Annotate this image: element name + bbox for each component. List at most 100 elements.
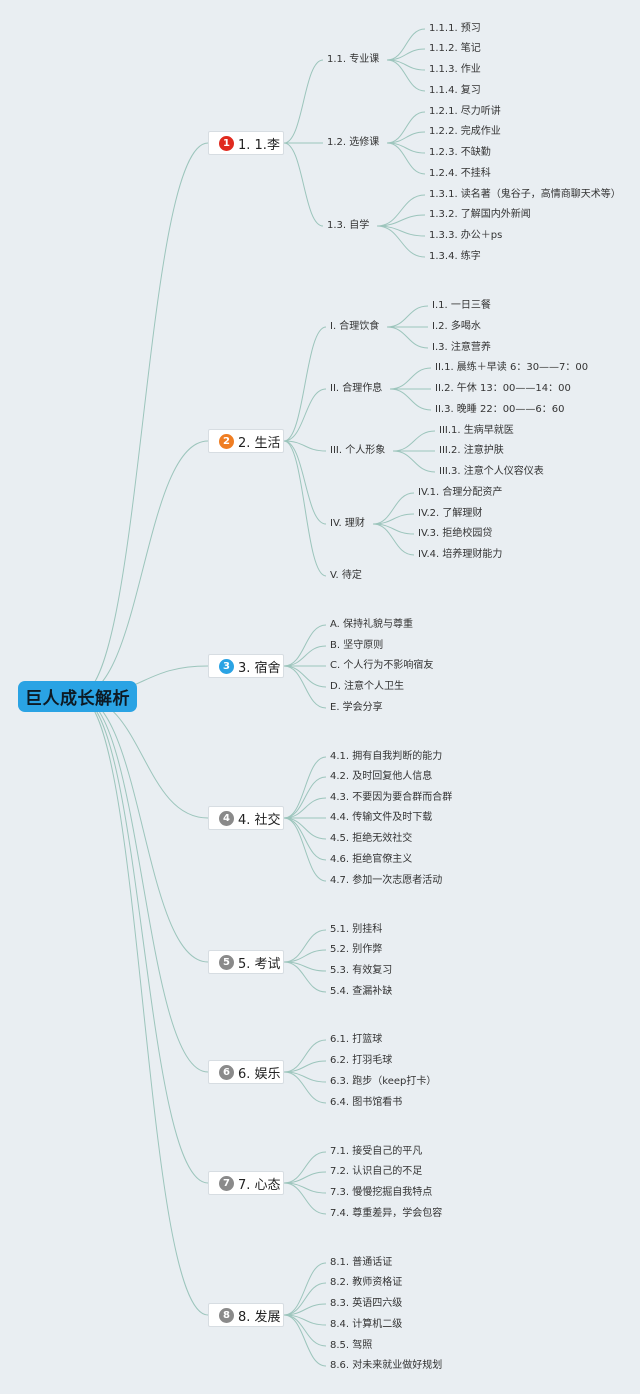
branch-3-leaf-3[interactable]: C. 个人行为不影响宿友: [330, 660, 434, 671]
branch-8-leaf-1[interactable]: 8.1. 普通话证: [330, 1257, 393, 1268]
branch-1-sub-1[interactable]: 1.1. 专业课: [327, 54, 380, 65]
branch-2-sub-1-leaf-3[interactable]: I.3. 注意营养: [432, 342, 491, 353]
root-to-branch-6: [77, 695, 209, 1073]
branch-2-sub-1-leaf-1[interactable]: I.1. 一日三餐: [432, 300, 491, 311]
branch-8-to-leaf-3: [283, 1303, 327, 1316]
branch-2-sub-4-leaf-4[interactable]: IV.4. 培养理财能力: [418, 549, 503, 560]
branch-4-leaf-2[interactable]: 4.2. 及时回复他人信息: [330, 771, 433, 782]
branch-1-sub-3-leaf-2[interactable]: 1.3.2. 了解国内外新闻: [429, 209, 531, 220]
branch-7-label: 7. 心态: [238, 1177, 281, 1193]
branch-2-sub-2-leaf-2[interactable]: II.2. 午休 13：00——14：00: [435, 383, 571, 394]
branch-1-sub-1-leaf-3[interactable]: 1.1.3. 作业: [429, 64, 481, 75]
branch-5-leaf-2[interactable]: 5.2. 别作弊: [330, 944, 383, 955]
sub-2-4-to-leaf-1: [372, 492, 415, 525]
branch-8-leaf-6[interactable]: 8.6. 对未来就业做好规划: [330, 1360, 443, 1371]
sub-2-1-to-leaf-1: [386, 305, 429, 328]
branch-5-leaf-1[interactable]: 5.1. 别挂科: [330, 924, 383, 935]
branch-8-leaf-4[interactable]: 8.4. 计算机二级: [330, 1319, 403, 1330]
branch-4-leaf-5[interactable]: 4.5. 拒绝无效社交: [330, 833, 413, 844]
branch-6-leaf-3[interactable]: 6.3. 跑步（keep打卡）: [330, 1076, 437, 1087]
branch-4-leaf-7[interactable]: 4.7. 参加一次志愿者活动: [330, 875, 443, 886]
branch-7-leaf-2[interactable]: 7.2. 认识自己的不足: [330, 1166, 423, 1177]
branch-1-sub-2-leaf-2[interactable]: 1.2.2. 完成作业: [429, 126, 501, 137]
branch-2-sub-4-leaf-3[interactable]: IV.3. 拒绝校园贷: [418, 528, 493, 539]
branch-2-sub-3-leaf-3[interactable]: III.3. 注意个人仪容仪表: [439, 466, 544, 477]
branch-1-sub-3-leaf-4[interactable]: 1.3.4. 练字: [429, 251, 481, 262]
branch-8-leaf-3[interactable]: 8.3. 英语四六级: [330, 1298, 403, 1309]
branch-3-leaf-1[interactable]: A. 保持礼貌与尊重: [330, 619, 414, 630]
branch-1-sub-1-leaf-4[interactable]: 1.1.4. 复习: [429, 85, 481, 96]
branch-7-number-badge: 7: [219, 1175, 234, 1191]
branch-1-sub-3[interactable]: 1.3. 自学: [327, 220, 370, 231]
branch-7-leaf-1[interactable]: 7.1. 接受自己的平凡: [330, 1146, 423, 1157]
branch-2-to-sub-5: [283, 440, 327, 577]
branch-1-sub-2[interactable]: 1.2. 选修课: [327, 137, 380, 148]
branch-6-leaf-1[interactable]: 6.1. 打篮球: [330, 1034, 383, 1045]
sub-1-3-to-leaf-2: [376, 214, 426, 227]
branch-8-leaf-2[interactable]: 8.2. 教师资格证: [330, 1277, 403, 1288]
branch-3-leaf-2[interactable]: B. 坚守原则: [330, 640, 384, 651]
branch-7-leaf-4[interactable]: 7.4. 尊重差异，学会包容: [330, 1208, 443, 1219]
branch-6-number-badge: 6: [219, 1064, 234, 1080]
branch-2-sub-3[interactable]: III. 个人形象: [330, 445, 386, 456]
branch-6-leaf-2[interactable]: 6.2. 打羽毛球: [330, 1055, 393, 1066]
branch-2-sub-4-leaf-1[interactable]: IV.1. 合理分配资产: [418, 487, 503, 498]
branch-1-sub-2-leaf-1[interactable]: 1.2.1. 尽力听讲: [429, 106, 501, 117]
branch-2-sub-3-leaf-1[interactable]: III.1. 生病早就医: [439, 425, 514, 436]
branch-1-sub-3-leaf-1[interactable]: 1.3.1. 读名著（鬼谷子，高情商聊天术等）: [429, 189, 621, 200]
branch-7-to-leaf-2: [283, 1171, 327, 1184]
branch-2-sub-1-leaf-2[interactable]: I.2. 多喝水: [432, 321, 481, 332]
root-to-branch-4: [77, 695, 209, 819]
branch-5-leaf-3[interactable]: 5.3. 有效复习: [330, 965, 393, 976]
branch-2-sub-2-leaf-1[interactable]: II.1. 晨练＋早读 6：30——7：00: [435, 362, 589, 373]
branch-2-sub-2-leaf-3[interactable]: II.3. 晚睡 22：00——6：60: [435, 404, 565, 415]
branch-2-sub-5[interactable]: V. 待定: [330, 570, 362, 581]
branch-3-to-leaf-4: [283, 665, 327, 688]
branch-7-leaf-3[interactable]: 7.3. 慢慢挖掘自我特点: [330, 1187, 433, 1198]
branch-5-to-leaf-4: [283, 961, 327, 993]
branch-8-leaf-5[interactable]: 8.5. 驾照: [330, 1340, 373, 1351]
branch-4-leaf-4[interactable]: 4.4. 传输文件及时下载: [330, 812, 433, 823]
branch-1-sub-1-leaf-1[interactable]: 1.1.1. 预习: [429, 23, 481, 34]
root-node[interactable]: 巨人成长解析: [18, 681, 137, 712]
branch-2-sub-2[interactable]: II. 合理作息: [330, 383, 383, 394]
branch-6-leaf-4[interactable]: 6.4. 图书馆看书: [330, 1097, 403, 1108]
branch-5-to-leaf-1: [283, 929, 327, 963]
branch-5-to-leaf-2: [283, 949, 327, 963]
branch-1-sub-1-leaf-2[interactable]: 1.1.2. 笔记: [429, 43, 481, 54]
branch-2-sub-1[interactable]: I. 合理饮食: [330, 321, 380, 332]
branch-4-leaf-1[interactable]: 4.1. 拥有自我判断的能力: [330, 751, 443, 762]
branch-1-sub-2-leaf-3[interactable]: 1.2.3. 不缺勤: [429, 147, 491, 158]
branch-8-number-badge: 8: [219, 1307, 234, 1323]
root-to-branch-8: [77, 695, 209, 1316]
branch-2-label: 2. 生活: [238, 435, 281, 451]
sub-2-2-to-leaf-1: [389, 367, 432, 390]
branch-1-sub-2-leaf-4[interactable]: 1.2.4. 不挂科: [429, 168, 491, 179]
branch-1-to-sub-3: [283, 142, 324, 227]
branch-2-number-badge: 2: [219, 433, 234, 449]
branch-3-leaf-5[interactable]: E. 学会分享: [330, 702, 383, 713]
sub-2-3-to-leaf-1: [392, 430, 436, 452]
branch-4-leaf-6[interactable]: 4.6. 拒绝官僚主义: [330, 854, 413, 865]
root-to-branch-1: [77, 142, 209, 697]
root-to-branch-5: [77, 695, 209, 963]
branch-2-sub-3-leaf-2[interactable]: III.2. 注意护肤: [439, 445, 504, 456]
branch-3-to-leaf-1: [283, 624, 327, 667]
sub-1-2-to-leaf-1: [386, 111, 426, 144]
branch-3-leaf-4[interactable]: D. 注意个人卫生: [330, 681, 405, 692]
branch-2-sub-4[interactable]: IV. 理财: [330, 518, 365, 529]
sub-2-2-to-leaf-3: [389, 388, 432, 411]
branch-2-sub-4-leaf-2[interactable]: IV.2. 了解理财: [418, 508, 483, 519]
branch-4-leaf-3[interactable]: 4.3. 不要因为要合群而合群: [330, 792, 453, 803]
branch-5-leaf-4[interactable]: 5.4. 查漏补缺: [330, 986, 393, 997]
branch-1-sub-3-leaf-3[interactable]: 1.3.3. 办公＋ps: [429, 230, 503, 241]
